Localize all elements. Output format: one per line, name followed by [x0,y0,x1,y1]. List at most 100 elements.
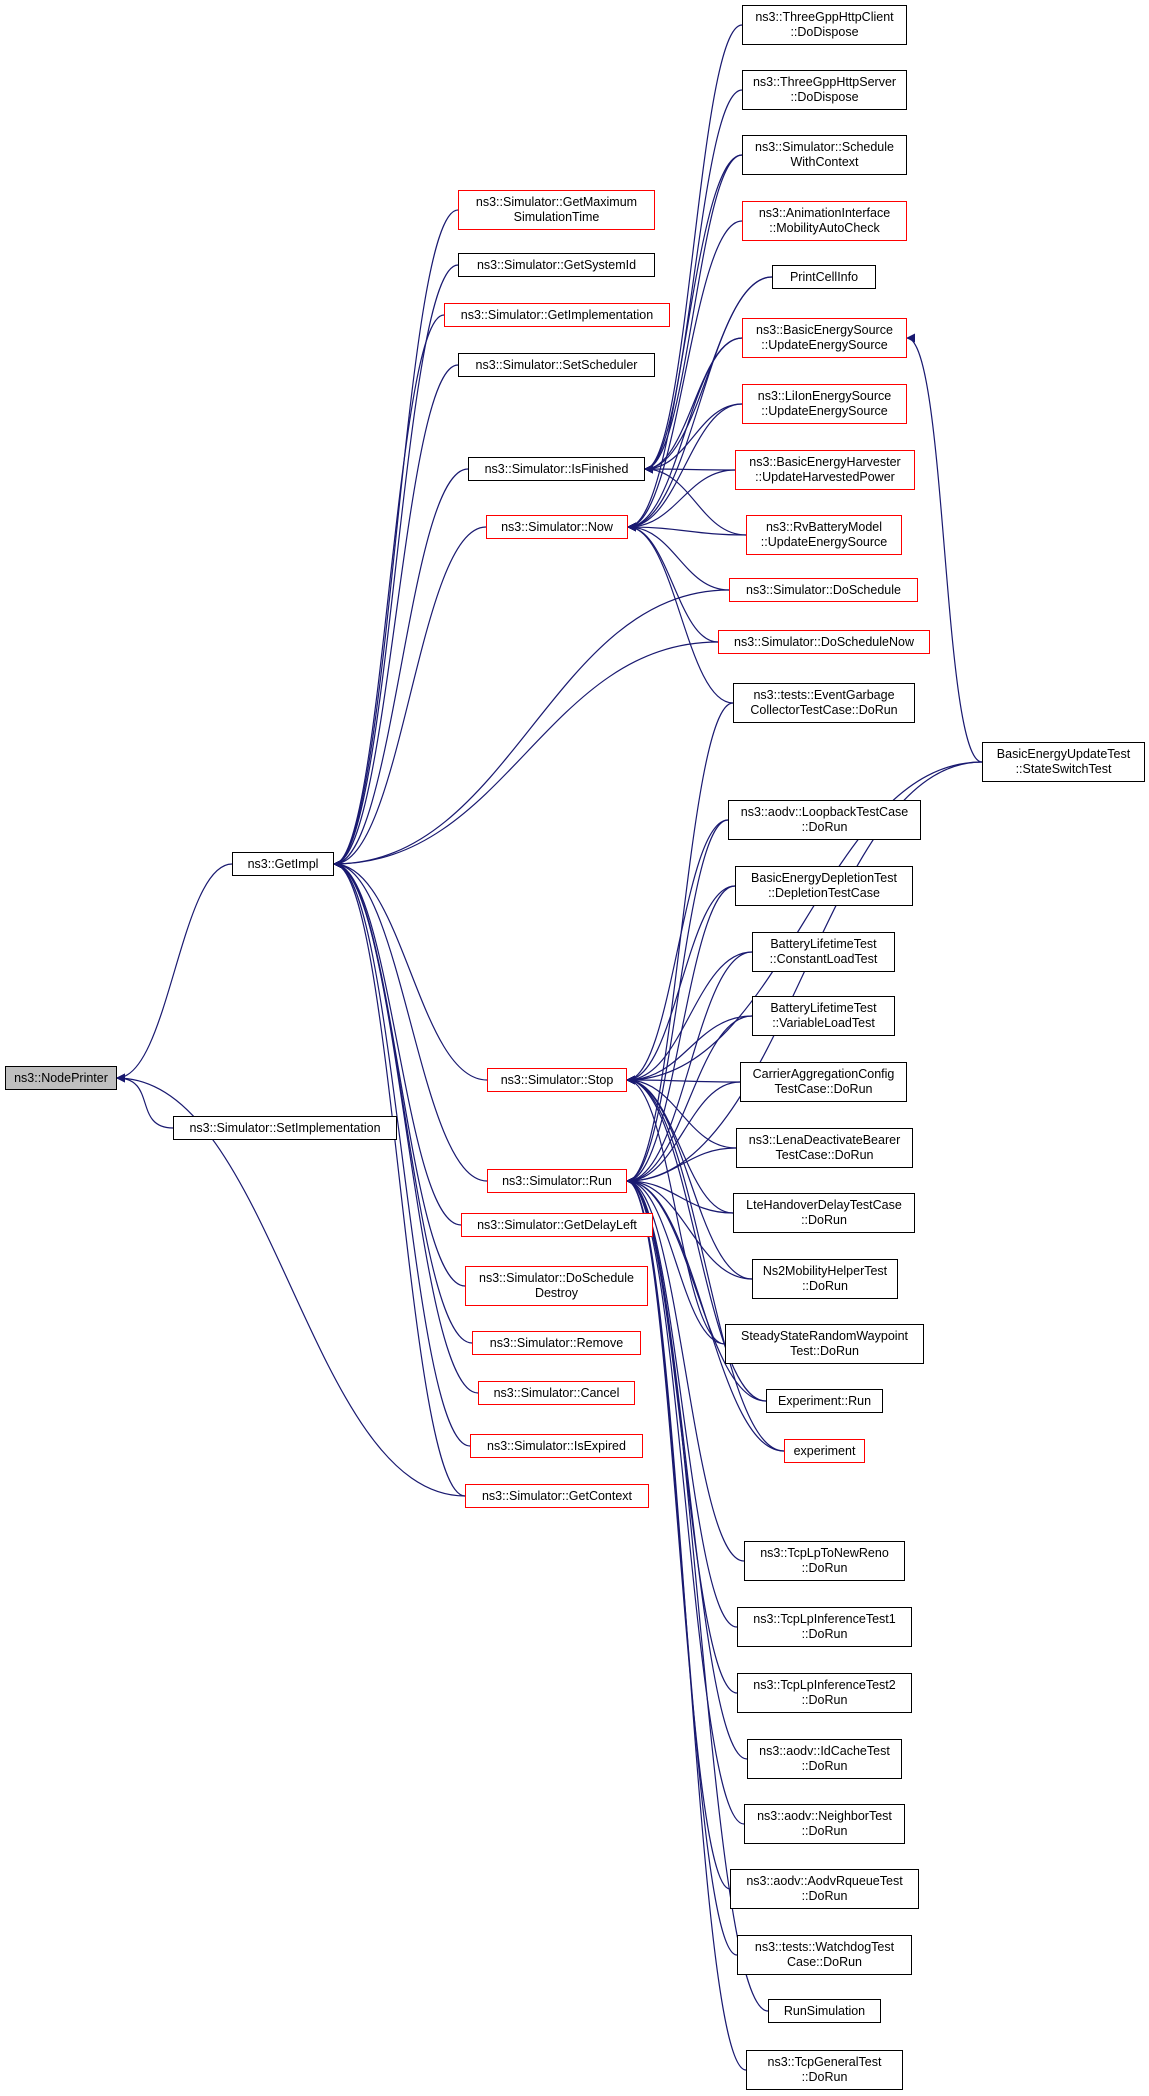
node-threegpphttpclient[interactable]: ns3::ThreeGppHttpClient::DoDispose [742,5,907,45]
node-label: ns3::Simulator::GetContext [481,1488,633,1503]
node-label: ::DepletionTestCase [768,886,880,900]
node-mobilityautocheck[interactable]: ns3::AnimationInterface::MobilityAutoChe… [742,201,907,241]
node-label: SteadyStateRandomWaypoint [741,1329,908,1343]
edge-run-to-tcplpinference1 [626,1176,738,1628]
edge-stop-to-experiment [626,1075,785,1452]
node-experiment[interactable]: experiment [784,1439,865,1463]
node-rvbatterymodel[interactable]: ns3::RvBatteryModel::UpdateEnergySource [746,515,902,555]
edge-run-to-ltehandover [626,1176,734,1214]
node-label: ns3::TcpLpInferenceTest2 [753,1678,896,1692]
node-depletiontestcase[interactable]: BasicEnergyDepletionTest::DepletionTestC… [735,866,913,906]
node-basicenergysource[interactable]: ns3::BasicEnergySource::UpdateEnergySour… [742,318,907,358]
node-label: PrintCellInfo [789,269,859,284]
node-stateswitchtest[interactable]: BasicEnergyUpdateTest::StateSwitchTest [982,742,1145,782]
node-doschedule[interactable]: ns3::Simulator::DoSchedule [729,578,918,602]
node-label: BasicEnergyDepletionTest [751,871,897,885]
node-label: ::StateSwitchTest [1015,762,1112,776]
node-ltehandover[interactable]: LteHandoverDelayTestCase::DoRun [733,1193,915,1233]
node-label: ns3::Simulator::GetImplementation [460,307,654,322]
node-run[interactable]: ns3::Simulator::Run [487,1169,627,1193]
node-experimentrun[interactable]: Experiment::Run [766,1389,883,1413]
node-label: ns3::TcpGeneralTest [767,2055,882,2069]
node-tcpgeneraltest[interactable]: ns3::TcpGeneralTest::DoRun [746,2050,903,2090]
node-label: ::DoDispose [790,90,859,104]
edge-nodeprinter-to-getcontext [116,1073,466,1497]
edge-now-to-mobilityautocheck [627,220,743,532]
node-runsimulation[interactable]: RunSimulation [768,1999,881,2023]
node-isexpired[interactable]: ns3::Simulator::IsExpired [470,1434,643,1458]
node-tcplptonewreno[interactable]: ns3::TcpLpToNewReno::DoRun [744,1541,905,1581]
node-label: ::UpdateHarvestedPower [755,470,895,484]
edge-stop-to-variableloadtest [626,1015,753,1085]
node-label: ::DoRun [801,1824,848,1838]
node-label: ns3::Simulator::DoSchedule [479,1271,634,1285]
node-now[interactable]: ns3::Simulator::Now [486,515,628,539]
node-variableloadtest[interactable]: BatteryLifetimeTest::VariableLoadTest [752,996,895,1036]
node-label: ns3::Simulator::SetImplementation [189,1120,381,1135]
edge-run-to-variableloadtest [626,1015,753,1186]
edge-run-to-depletiontestcase [626,885,736,1186]
node-lionenergysource[interactable]: ns3::LiIonEnergySource::UpdateEnergySour… [742,384,907,424]
node-label: experiment [793,1443,856,1458]
edge-isfinished-to-threegpphttpserver [644,89,743,474]
edge-now-to-lionenergysource [627,403,743,532]
node-label: ::DoRun [801,1213,847,1227]
edge-run-to-experiment [626,1176,785,1452]
node-doschedulenow[interactable]: ns3::Simulator::DoScheduleNow [718,630,930,654]
node-label: BasicEnergyUpdateTest [996,747,1131,761]
node-stop[interactable]: ns3::Simulator::Stop [487,1068,627,1092]
node-label: ns3::tests::EventGarbage [753,688,895,702]
node-label: ns3::Simulator::Now [501,519,613,534]
node-label: ns3::Simulator::Schedule [755,140,894,154]
node-label: BatteryLifetimeTest [770,937,877,951]
node-tcplpinference1[interactable]: ns3::TcpLpInferenceTest1::DoRun [737,1607,912,1647]
node-getimpl[interactable]: ns3::GetImpl [232,852,334,876]
node-getdelayleft[interactable]: ns3::Simulator::GetDelayLeft [461,1213,653,1237]
node-cancel[interactable]: ns3::Simulator::Cancel [478,1381,635,1405]
edge-getimpl-to-doschedulenow [333,641,719,869]
node-getimplementation[interactable]: ns3::Simulator::GetImplementation [444,303,670,327]
node-getcontext[interactable]: ns3::Simulator::GetContext [465,1484,649,1508]
node-label: ns3::BasicEnergyHarvester [749,455,901,469]
node-label: ns3::NodePrinter [14,1070,108,1085]
node-printcellinfo[interactable]: PrintCellInfo [772,265,876,289]
node-label: Test::DoRun [790,1344,859,1358]
node-label: ns3::BasicEnergySource [756,323,893,337]
edge-isfinished-to-schedulewithcontext [644,154,743,474]
edge-getimpl-to-getdelayleft [333,859,462,1226]
edge-getimpl-to-stop [333,859,488,1081]
node-getsystemid[interactable]: ns3::Simulator::GetSystemId [458,253,655,277]
node-loopbacktestcase[interactable]: ns3::aodv::LoopbackTestCase::DoRun [728,800,921,840]
node-label: RunSimulation [783,2003,866,2018]
node-label: ns3::Simulator::Stop [500,1072,614,1087]
edge-isfinished-to-threegpphttpclient [644,24,743,474]
node-tcplpinference2[interactable]: ns3::TcpLpInferenceTest2::DoRun [737,1673,912,1713]
node-setscheduler[interactable]: ns3::Simulator::SetScheduler [458,353,655,377]
node-constantloadtest[interactable]: BatteryLifetimeTest::ConstantLoadTest [752,932,895,972]
node-label: ::MobilityAutoCheck [769,221,880,235]
node-isfinished[interactable]: ns3::Simulator::IsFinished [468,457,645,481]
node-setimplementation[interactable]: ns3::Simulator::SetImplementation [173,1116,397,1140]
node-basicenergyharvester[interactable]: ns3::BasicEnergyHarvester::UpdateHarvest… [735,450,915,490]
node-ns2mobility[interactable]: Ns2MobilityHelperTest::DoRun [752,1259,898,1299]
node-neighbortest[interactable]: ns3::aodv::NeighborTest::DoRun [744,1804,905,1844]
node-remove[interactable]: ns3::Simulator::Remove [472,1331,641,1355]
edge-getimpl-to-remove [333,859,473,1344]
node-label: Case::DoRun [786,1955,863,1969]
edge-now-to-doschedule [627,522,730,591]
node-threegpphttpserver[interactable]: ns3::ThreeGppHttpServer::DoDispose [742,70,907,110]
node-label: ns3::Simulator::GetDelayLeft [477,1217,637,1232]
node-label: ::DoRun [801,1561,848,1575]
node-aodvrqueuetest[interactable]: ns3::aodv::AodvRqueueTest::DoRun [730,1869,919,1909]
edge-stop-to-depletiontestcase [626,885,736,1085]
node-idcachetest[interactable]: ns3::aodv::IdCacheTest::DoRun [747,1739,902,1779]
node-label: ::VariableLoadTest [772,1016,875,1030]
